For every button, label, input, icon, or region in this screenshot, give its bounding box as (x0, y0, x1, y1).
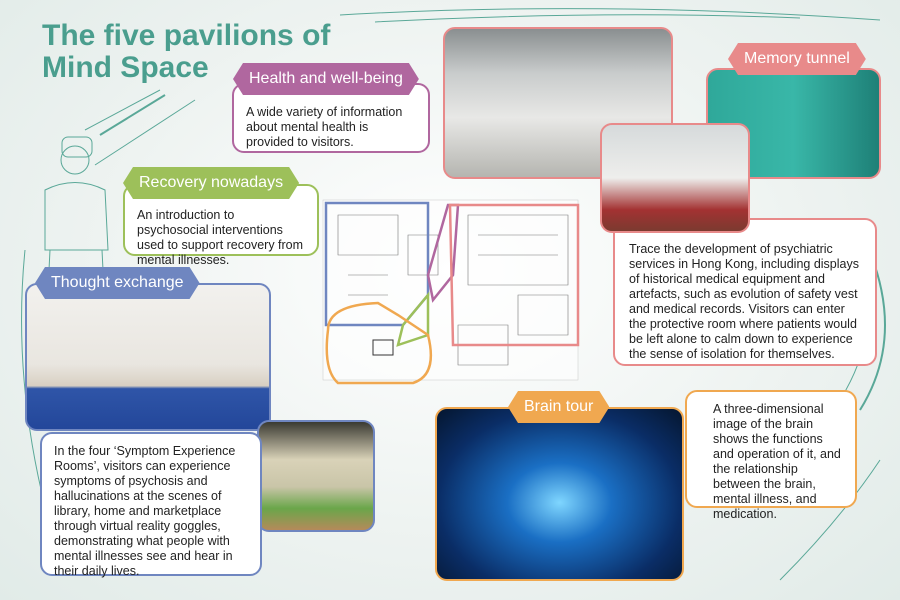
description-thought-exchange: In the four ‘Symptom Experience Rooms’, … (40, 432, 262, 578)
description-brain-tour: A three-dimensional image of the brain s… (685, 390, 857, 521)
tag-recovery-nowadays: Recovery nowadays (123, 167, 299, 199)
page-title: The five pavilions of Mind Space (42, 20, 330, 84)
floor-plan (322, 199, 580, 385)
title-line-1: The five pavilions of (42, 19, 331, 52)
title-line-2: Mind Space (42, 51, 209, 84)
photo-vr-experience-room (25, 283, 271, 431)
photo-history-exhibit (600, 123, 750, 233)
tag-brain-tour: Brain tour (508, 391, 609, 423)
tag-health-and-well-being: Health and well-being (233, 63, 419, 95)
description-memory-tunnel: Trace the development of psychiatric ser… (613, 218, 877, 366)
photo-brain-tour (435, 407, 684, 581)
photo-symptom-room (257, 420, 375, 532)
tag-thought-exchange: Thought exchange (35, 267, 200, 299)
tag-memory-tunnel: Memory tunnel (728, 43, 866, 75)
